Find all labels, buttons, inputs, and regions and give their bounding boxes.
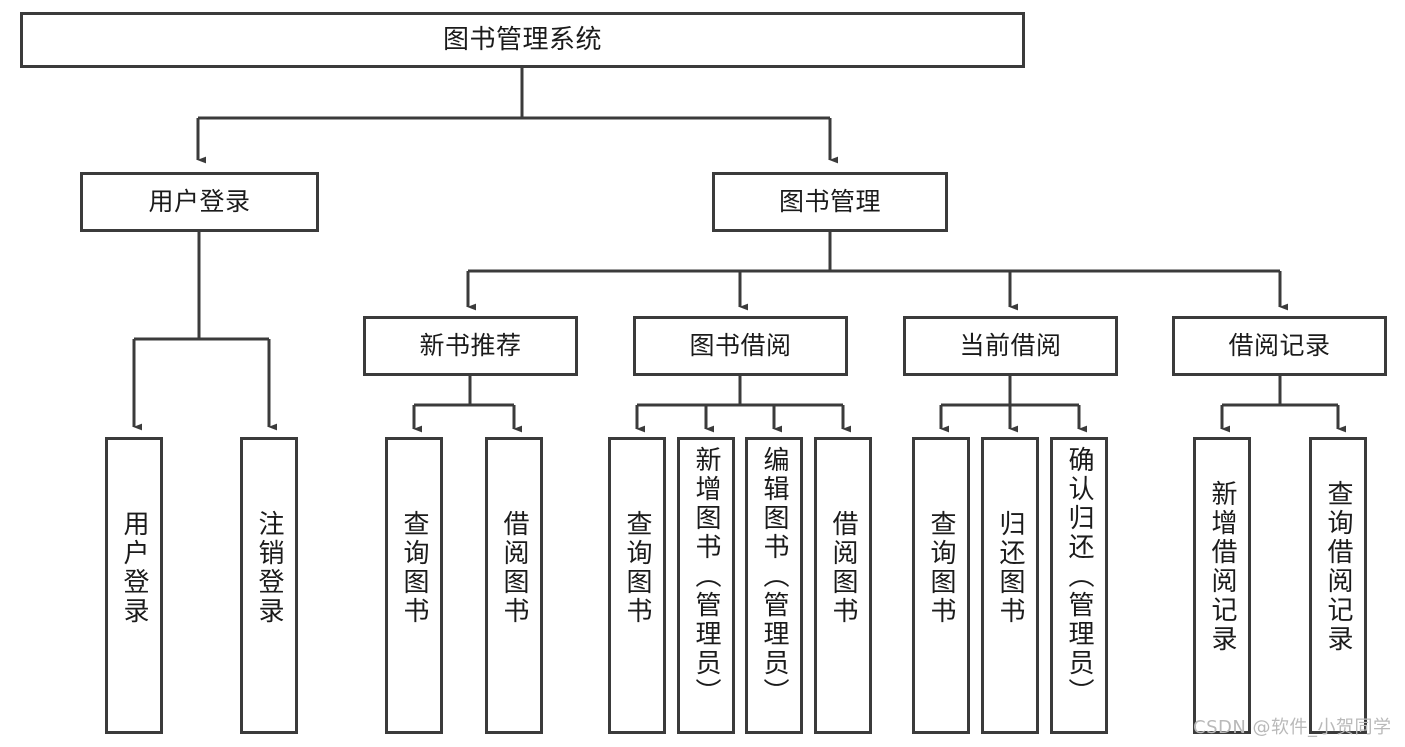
node-leaf-current-query-label: 查询图书 (926, 510, 956, 626)
node-leaf-current-confirm[interactable]: 确认归还（管理员） (1050, 437, 1108, 734)
node-leaf-borrow-edit[interactable]: 编辑图书（管理员） (745, 437, 803, 734)
node-current-borrow-label: 当前借阅 (959, 331, 1062, 361)
node-leaf-record-query[interactable]: 查询借阅记录 (1309, 437, 1367, 734)
node-leaf-current-confirm-label: 确认归还（管理员） (1064, 446, 1094, 707)
node-leaf-rec-borrow-label: 借阅图书 (499, 510, 529, 626)
node-leaf-rec-query[interactable]: 查询图书 (385, 437, 443, 734)
node-leaf-record-query-label: 查询借阅记录 (1323, 480, 1353, 654)
node-leaf-rec-borrow[interactable]: 借阅图书 (485, 437, 543, 734)
node-user-login[interactable]: 用户登录 (80, 172, 319, 232)
node-leaf-borrow-query[interactable]: 查询图书 (608, 437, 666, 734)
node-book-borrow[interactable]: 图书借阅 (633, 316, 848, 376)
node-new-book-rec[interactable]: 新书推荐 (363, 316, 578, 376)
node-leaf-borrow-add-label: 新增图书（管理员） (691, 446, 721, 707)
node-leaf-user-logout-label: 注销登录 (254, 510, 284, 626)
node-leaf-record-add[interactable]: 新增借阅记录 (1193, 437, 1251, 734)
node-leaf-borrow-take-label: 借阅图书 (828, 510, 858, 626)
node-borrow-record[interactable]: 借阅记录 (1172, 316, 1387, 376)
csdn-watermark: CSDN @软件_小贺同学 (1193, 717, 1392, 738)
node-leaf-borrow-edit-label: 编辑图书（管理员） (759, 446, 789, 707)
node-leaf-borrow-take[interactable]: 借阅图书 (814, 437, 872, 734)
node-leaf-user-logout[interactable]: 注销登录 (240, 437, 298, 734)
node-leaf-record-add-label: 新增借阅记录 (1207, 480, 1237, 654)
node-leaf-current-return-label: 归还图书 (995, 510, 1025, 626)
node-current-borrow[interactable]: 当前借阅 (903, 316, 1118, 376)
node-book-borrow-label: 图书借阅 (689, 331, 792, 361)
node-leaf-user-login[interactable]: 用户登录 (105, 437, 163, 734)
node-book-manage-label: 图书管理 (778, 187, 881, 217)
node-new-book-rec-label: 新书推荐 (419, 331, 522, 361)
node-leaf-current-query[interactable]: 查询图书 (912, 437, 970, 734)
node-root[interactable]: 图书管理系统 (20, 12, 1025, 68)
node-user-login-label: 用户登录 (148, 187, 251, 217)
node-leaf-current-return[interactable]: 归还图书 (981, 437, 1039, 734)
node-leaf-user-login-label: 用户登录 (119, 510, 149, 626)
node-leaf-rec-query-label: 查询图书 (399, 510, 429, 626)
node-root-label: 图书管理系统 (442, 24, 602, 55)
node-leaf-borrow-query-label: 查询图书 (622, 510, 652, 626)
node-leaf-borrow-add[interactable]: 新增图书（管理员） (677, 437, 735, 734)
node-borrow-record-label: 借阅记录 (1228, 331, 1331, 361)
node-book-manage[interactable]: 图书管理 (712, 172, 948, 232)
